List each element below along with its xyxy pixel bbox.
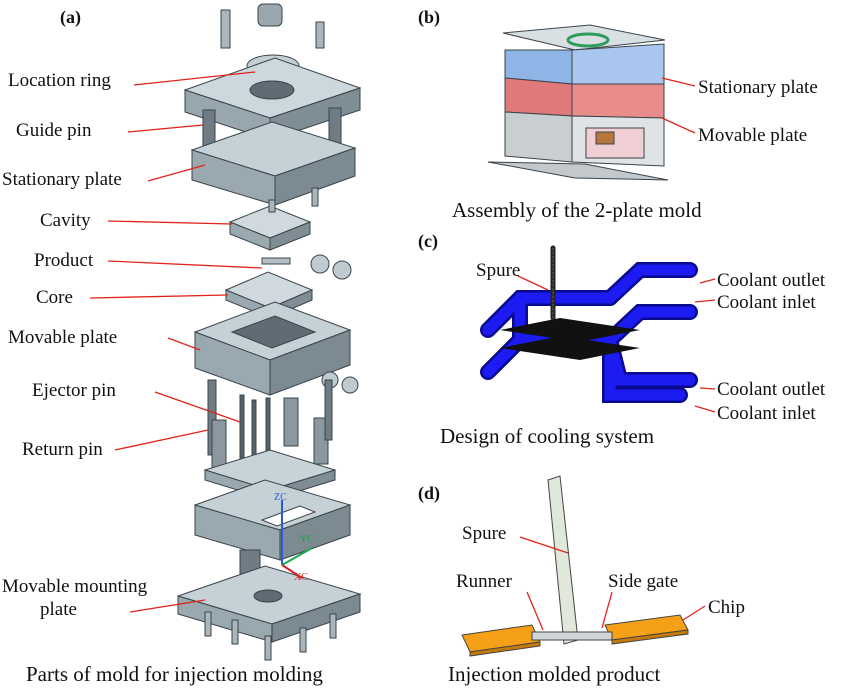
product-part xyxy=(261,254,352,280)
callout-ejector-pin: Ejector pin xyxy=(32,380,116,401)
callout-cavity: Cavity xyxy=(40,210,91,231)
callout-b-stationary-plate: Stationary plate xyxy=(698,77,818,98)
caption-panel-d: Injection molded product xyxy=(448,662,661,686)
cavity-part xyxy=(228,205,312,251)
panel-c-leader-lines xyxy=(517,275,716,413)
spacer-blocks-part xyxy=(193,479,352,561)
callout-b-movable-plate: Movable plate xyxy=(698,125,808,146)
callout-product: Product xyxy=(34,250,94,271)
callout-guide-pin: Guide pin xyxy=(16,120,92,141)
panel-a-leader-lines xyxy=(89,71,263,613)
movable-plate-part xyxy=(193,301,359,396)
panel-b-leader-lines xyxy=(661,77,696,134)
callout-return-pin: Return pin xyxy=(22,439,103,460)
axis-z-label: ZC xyxy=(274,492,287,503)
panel-a-label: (a) xyxy=(60,7,81,27)
stationary-plate-part xyxy=(190,121,357,206)
callout-c-spure: Spure xyxy=(476,260,521,281)
caption-panel-c: Design of cooling system xyxy=(440,424,655,448)
molded-product-illustration xyxy=(461,475,689,657)
callout-location-ring: Location ring xyxy=(8,70,111,91)
callout-d-spure: Spure xyxy=(462,523,507,544)
callout-movable-mounting-line2: plate xyxy=(40,599,77,620)
callout-coolant-outlet-top: Coolant outlet xyxy=(717,270,826,291)
callout-side-gate: Side gate xyxy=(608,571,679,592)
callout-stationary-plate: Stationary plate xyxy=(2,169,122,190)
callout-coolant-inlet-bottom: Coolant inlet xyxy=(717,403,816,424)
movable-mounting-plate-part xyxy=(176,565,362,643)
axis-x-label: XC xyxy=(294,572,308,583)
axis-y-label: YC xyxy=(300,534,314,545)
assembled-mold-illustration xyxy=(487,24,669,181)
cooling-channels-illustration xyxy=(480,245,698,403)
callout-movable-mounting-line1: Movable mounting xyxy=(2,576,148,597)
exploded-mold-illustration xyxy=(176,3,362,661)
top-clamp-plate-part xyxy=(183,57,362,141)
callout-core: Core xyxy=(36,287,73,308)
panel-c-label: (c) xyxy=(418,231,438,251)
callout-coolant-inlet-top: Coolant inlet xyxy=(717,292,816,313)
caption-panel-a: Parts of mold for injection molding xyxy=(26,662,323,686)
caption-panel-b: Assembly of the 2-plate mold xyxy=(452,198,702,222)
callout-coolant-outlet-bottom: Coolant outlet xyxy=(717,379,826,400)
callout-chip: Chip xyxy=(708,597,745,618)
callout-movable-plate: Movable plate xyxy=(8,327,118,348)
coordinate-axes xyxy=(281,500,313,579)
panel-b-label: (b) xyxy=(418,7,440,27)
panel-d-label: (d) xyxy=(418,483,440,503)
panel-d-leader-lines xyxy=(519,536,706,631)
callout-runner: Runner xyxy=(456,571,512,592)
